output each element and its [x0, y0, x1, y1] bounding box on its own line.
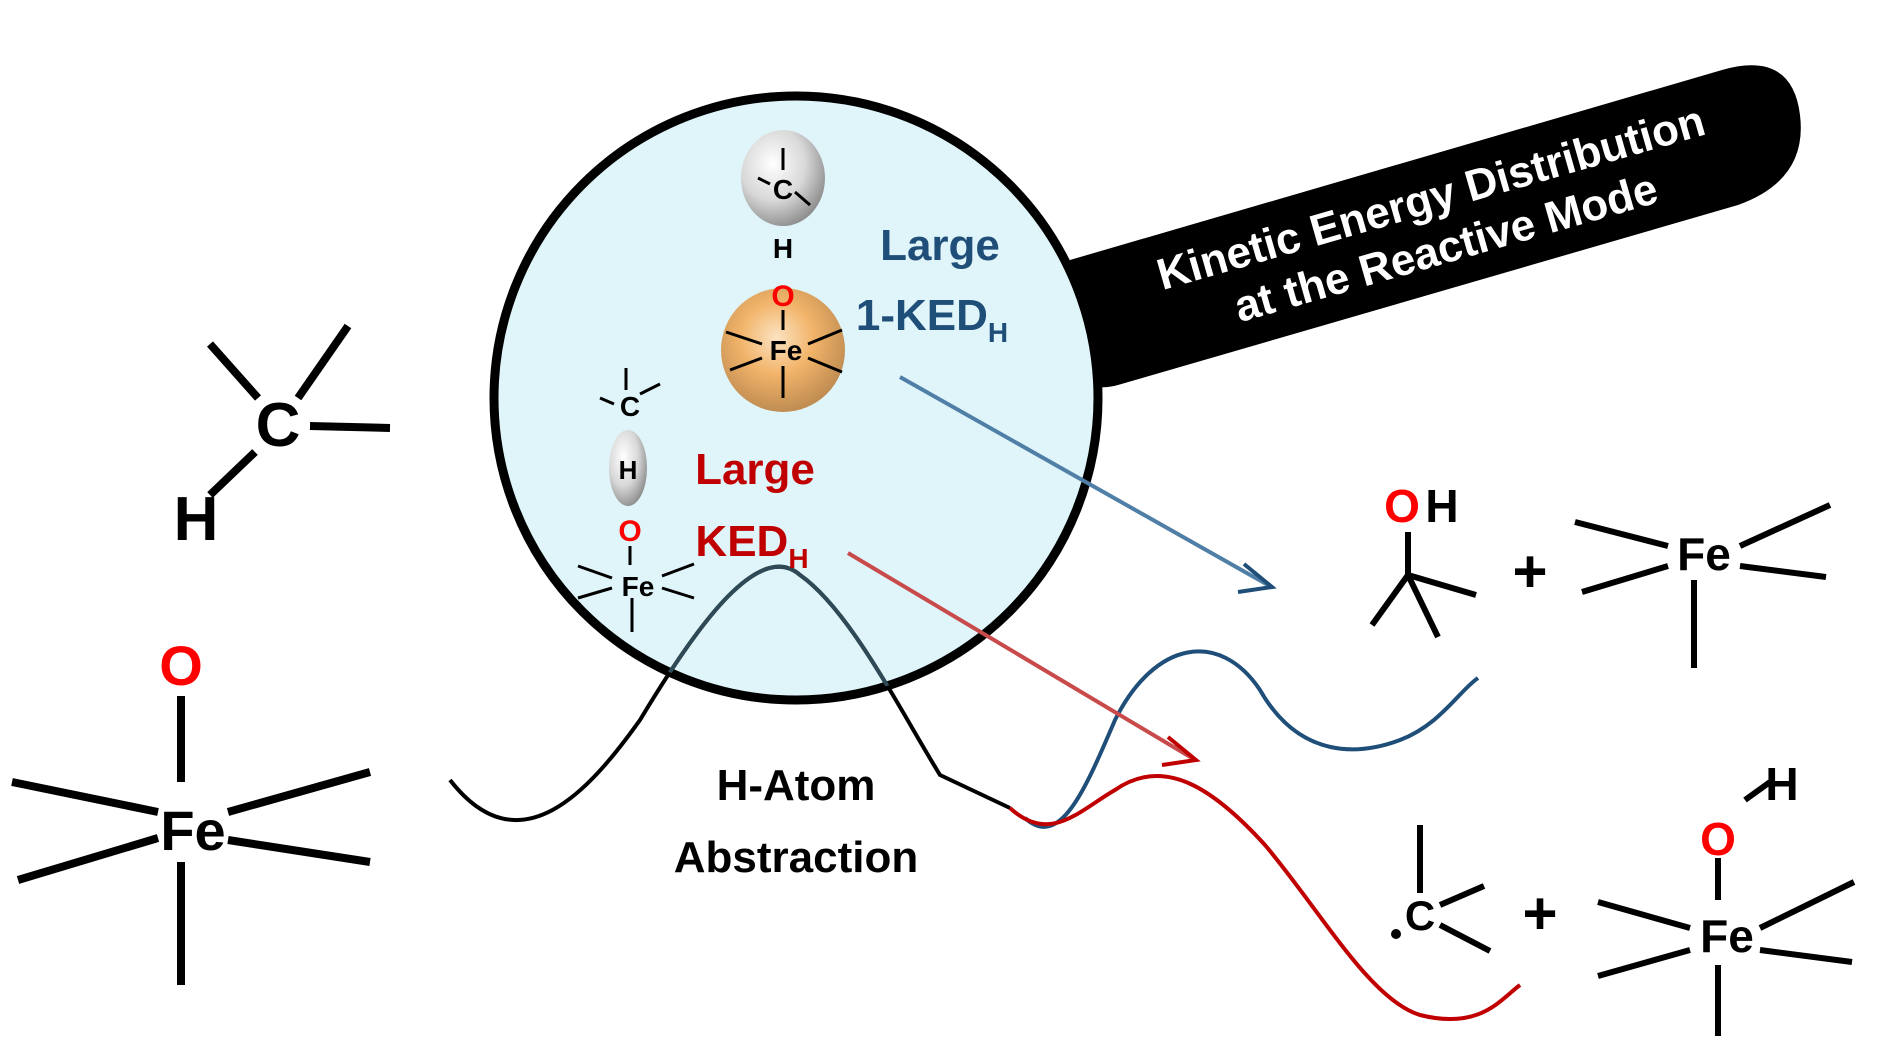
plus-sign-bottom: + — [1522, 880, 1557, 947]
abstraction-label-line-2: Abstraction — [674, 833, 918, 882]
banner: Kinetic Energy Distribution at the React… — [1070, 65, 1801, 388]
banner-shape — [1070, 65, 1801, 388]
svg-text:O: O — [618, 515, 641, 548]
iron-sphere — [721, 288, 845, 412]
alcohol-oxygen: O — [1384, 480, 1420, 532]
hydrogen-sphere — [609, 430, 647, 506]
blue-label-line-1: Large — [880, 221, 1000, 270]
arrow-icon — [1237, 562, 1277, 594]
reactant-iron: Fe — [160, 799, 225, 862]
iron-product-top-fe: Fe — [1677, 528, 1731, 580]
hydroxo-hydrogen: H — [1765, 758, 1798, 810]
red-arrow-shaft — [846, 551, 1194, 760]
svg-text:O: O — [771, 280, 794, 313]
svg-text:Fe: Fe — [622, 571, 655, 602]
red-product-curve — [1008, 773, 1522, 1022]
red-label-line-1: Large — [695, 445, 815, 494]
lens-blue-complex: C H O Fe — [721, 130, 845, 412]
reaction-arrows — [846, 375, 1277, 767]
reactant-oxygen: O — [159, 634, 203, 697]
svg-text:C: C — [773, 174, 793, 205]
radical-carbon: C — [1405, 892, 1435, 939]
hydroxo-iron-product — [1597, 779, 1856, 1036]
blue-arrow-shaft — [899, 375, 1269, 587]
alkane-reactant — [207, 323, 391, 498]
barrier-curve-inside-lens — [494, 564, 1011, 700]
iron-product-top — [1574, 502, 1832, 668]
alkane-carbon: C — [256, 391, 301, 460]
svg-text:H: H — [619, 455, 638, 485]
arrow-icon — [1161, 735, 1201, 767]
alkane-hydrogen: H — [174, 485, 219, 554]
lens-red-complex: C H O Fe — [577, 368, 695, 632]
red-label-line-2: KEDH — [695, 517, 808, 574]
svg-text:C: C — [620, 391, 640, 422]
energy-profile — [448, 564, 1522, 1022]
iron-oxo-reactant — [11, 696, 372, 985]
blue-label-line-2: 1-KEDH — [856, 291, 1008, 348]
plus-sign-top: + — [1512, 538, 1547, 605]
radical-product — [1417, 825, 1492, 954]
svg-text:H: H — [773, 233, 793, 264]
alcohol-product — [1369, 532, 1477, 639]
hydroxo-iron: Fe — [1700, 910, 1754, 962]
blue-product-curve — [1023, 649, 1480, 829]
alcohol-hydrogen: H — [1425, 480, 1458, 532]
svg-text:Fe: Fe — [770, 335, 803, 366]
hydroxo-oxygen: O — [1700, 813, 1736, 865]
carbon-sphere — [741, 130, 825, 226]
abstraction-label-line-1: H-Atom — [717, 761, 876, 810]
radical-dot — [1391, 929, 1401, 939]
